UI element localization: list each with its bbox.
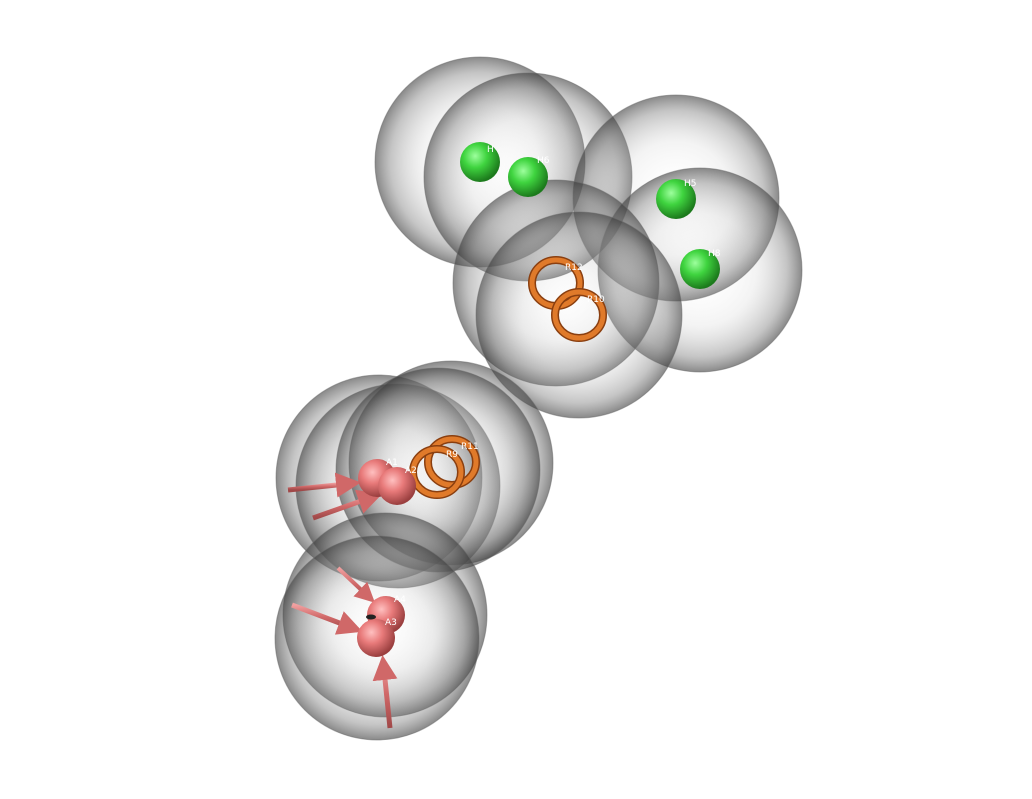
aromatic-ring[interactable] <box>552 289 606 341</box>
acceptor-vector <box>291 602 363 635</box>
acceptor-vector <box>372 655 398 729</box>
atom-marker <box>366 614 376 620</box>
acceptor-vector <box>287 472 361 498</box>
hydrophobic-sphere[interactable] <box>508 157 548 197</box>
feature-label: A3 <box>385 618 397 628</box>
acceptor-vector <box>336 566 375 603</box>
feature-label: A4 <box>394 595 406 605</box>
tolerance-sphere <box>475 211 683 419</box>
acceptor-sphere[interactable] <box>378 467 416 505</box>
aromatic-features: R12 R10 R11 R9 <box>409 256 607 499</box>
acceptor-sphere[interactable] <box>357 619 395 657</box>
hydrophobic-sphere[interactable] <box>656 179 696 219</box>
feature-label: H6 <box>537 156 550 166</box>
feature-label: H5 <box>684 179 697 189</box>
feature-label: R12 <box>565 263 583 273</box>
acceptor-vector <box>312 489 383 521</box>
feature-label: R9 <box>446 450 458 460</box>
feature-label: A2 <box>405 466 417 476</box>
feature-label: H <box>487 145 494 155</box>
feature-label: R11 <box>461 442 479 452</box>
feature-label: H8 <box>708 249 721 259</box>
hydrophobic-features: H H6 H5 H8 <box>460 142 721 289</box>
hydrophobic-sphere[interactable] <box>680 249 720 289</box>
feature-label: R10 <box>587 295 605 305</box>
acceptor-vectors <box>287 472 398 729</box>
aromatic-ring[interactable] <box>410 446 464 498</box>
hydrophobic-sphere[interactable] <box>460 142 500 182</box>
acceptor-features: A1 A2 A4 A3 <box>357 458 417 657</box>
feature-label: A1 <box>386 458 398 468</box>
